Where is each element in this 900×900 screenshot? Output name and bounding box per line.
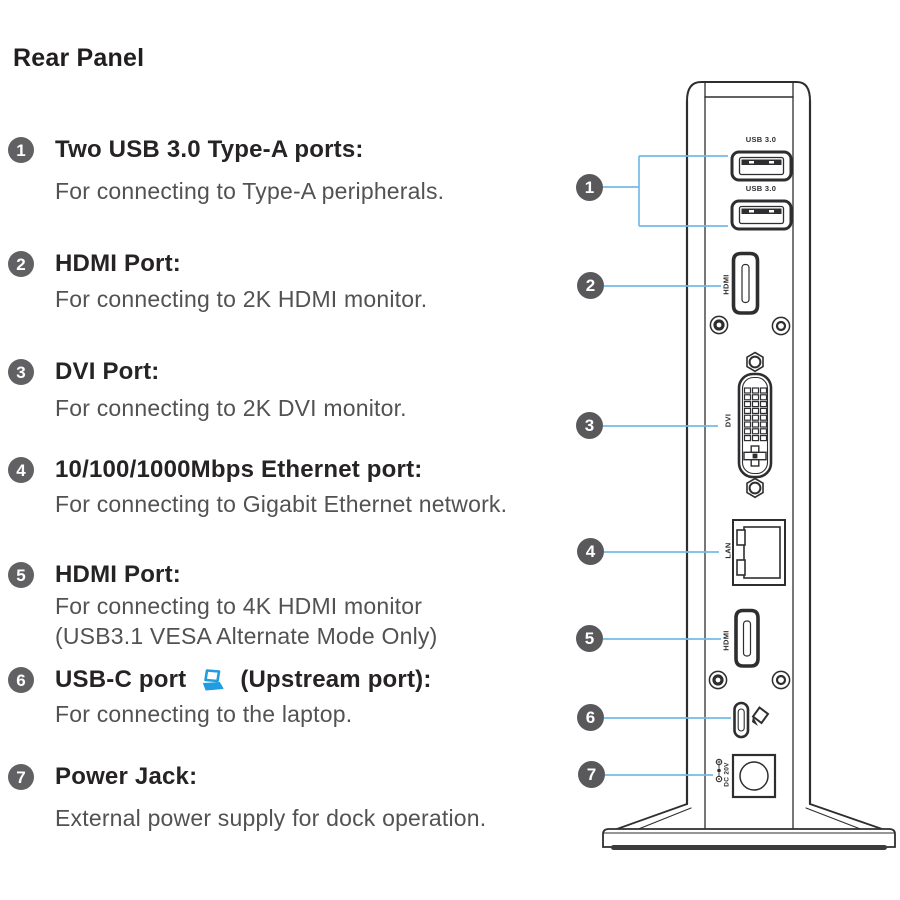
- item-description-line2: (USB3.1 VESA Alternate Mode Only): [55, 623, 438, 649]
- callout-badge-5: 5: [576, 625, 603, 652]
- item-title: HDMI Port:: [55, 250, 181, 277]
- callout-badge-2: 2: [577, 272, 604, 299]
- item-number-badge: 7: [8, 764, 34, 790]
- item-description: For connecting to the laptop.: [55, 701, 353, 727]
- item-description: For connecting to Gigabit Ethernet netwo…: [55, 491, 508, 517]
- list-item-hdmi-2k: 2 HDMI Port: For connecting to 2K HDMI m…: [0, 250, 560, 314]
- item-description: For connecting to 2K HDMI monitor.: [55, 286, 428, 312]
- power-jack-label: DC 20V: [723, 762, 731, 787]
- lan-port-label: LAN: [723, 542, 733, 559]
- callout-badge-6: 6: [577, 704, 604, 731]
- hdmi-2k-port-label: HDMI: [721, 274, 731, 295]
- usb-a-port-top: [730, 150, 793, 182]
- usb-c-port: [733, 701, 750, 739]
- item-number-badge: 4: [8, 457, 34, 483]
- item-description: For connecting to 2K DVI monitor.: [55, 395, 407, 421]
- item-number-badge: 2: [8, 251, 34, 277]
- hdmi-4k-port-label: HDMI: [721, 630, 731, 651]
- power-jack: [731, 753, 777, 799]
- screw-hole-icon: [708, 670, 791, 690]
- item-title: Power Jack:: [55, 763, 198, 790]
- item-title: USB-C port (Upstream port):: [55, 666, 560, 694]
- list-item-power: 7 Power Jack: External power supply for …: [0, 763, 560, 833]
- dock-body: [616, 81, 883, 831]
- callout-badge-1: 1: [576, 174, 603, 201]
- list-item-hdmi-4k: 5 HDMI Port: For connecting to 4K HDMI m…: [0, 561, 560, 651]
- dvi-port-label: DVI: [723, 413, 733, 428]
- list-item-dvi: 3 DVI Port: For connecting to 2K DVI mon…: [0, 358, 560, 423]
- callout-lines: [603, 155, 731, 776]
- polarity-icon: [715, 758, 723, 783]
- item-number-badge: 5: [8, 562, 34, 588]
- dvi-port: [737, 351, 773, 499]
- usb-port-label-bottom: USB 3.0: [745, 184, 777, 193]
- dock-base: [602, 828, 896, 850]
- hdmi-port-2k: [731, 251, 760, 315]
- upstream-port-icon: [751, 706, 770, 726]
- item-title-text: USB-C port: [55, 666, 187, 693]
- item-title: Two USB 3.0 Type-A ports:: [55, 136, 364, 163]
- item-number-badge: 3: [8, 359, 34, 385]
- page-title: Rear Panel: [13, 44, 145, 72]
- item-title: 10/100/1000Mbps Ethernet port:: [55, 456, 423, 483]
- callout-badge-4: 4: [577, 538, 604, 565]
- item-title: HDMI Port:: [55, 561, 181, 588]
- item-number-badge: 1: [8, 137, 34, 163]
- item-description: External power supply for dock operation…: [55, 805, 487, 831]
- laptop-icon: [200, 668, 226, 692]
- base-foot: [611, 845, 887, 850]
- ethernet-port: [732, 519, 786, 586]
- item-title: DVI Port:: [55, 358, 160, 385]
- callout-badge-3: 3: [576, 412, 603, 439]
- hdmi-port-4k: [734, 608, 760, 668]
- list-item-usb-c: 6 USB-C port (Upstream port): For connec…: [0, 666, 560, 729]
- callout-badge-7: 7: [578, 761, 605, 788]
- item-description: For connecting to 4K HDMI monitor: [55, 593, 423, 619]
- item-description: For connecting to Type-A peripherals.: [55, 178, 445, 204]
- usb-a-port-bottom: [730, 199, 793, 231]
- item-number-badge: 6: [8, 667, 34, 693]
- usb-port-label-top: USB 3.0: [745, 135, 777, 144]
- list-item-ethernet: 4 10/100/1000Mbps Ethernet port: For con…: [0, 456, 560, 519]
- list-item-usb-a: 1 Two USB 3.0 Type-A ports: For connecti…: [0, 136, 560, 206]
- item-title-suffix: (Upstream port):: [240, 666, 432, 693]
- screw-hole-icon: [709, 315, 791, 336]
